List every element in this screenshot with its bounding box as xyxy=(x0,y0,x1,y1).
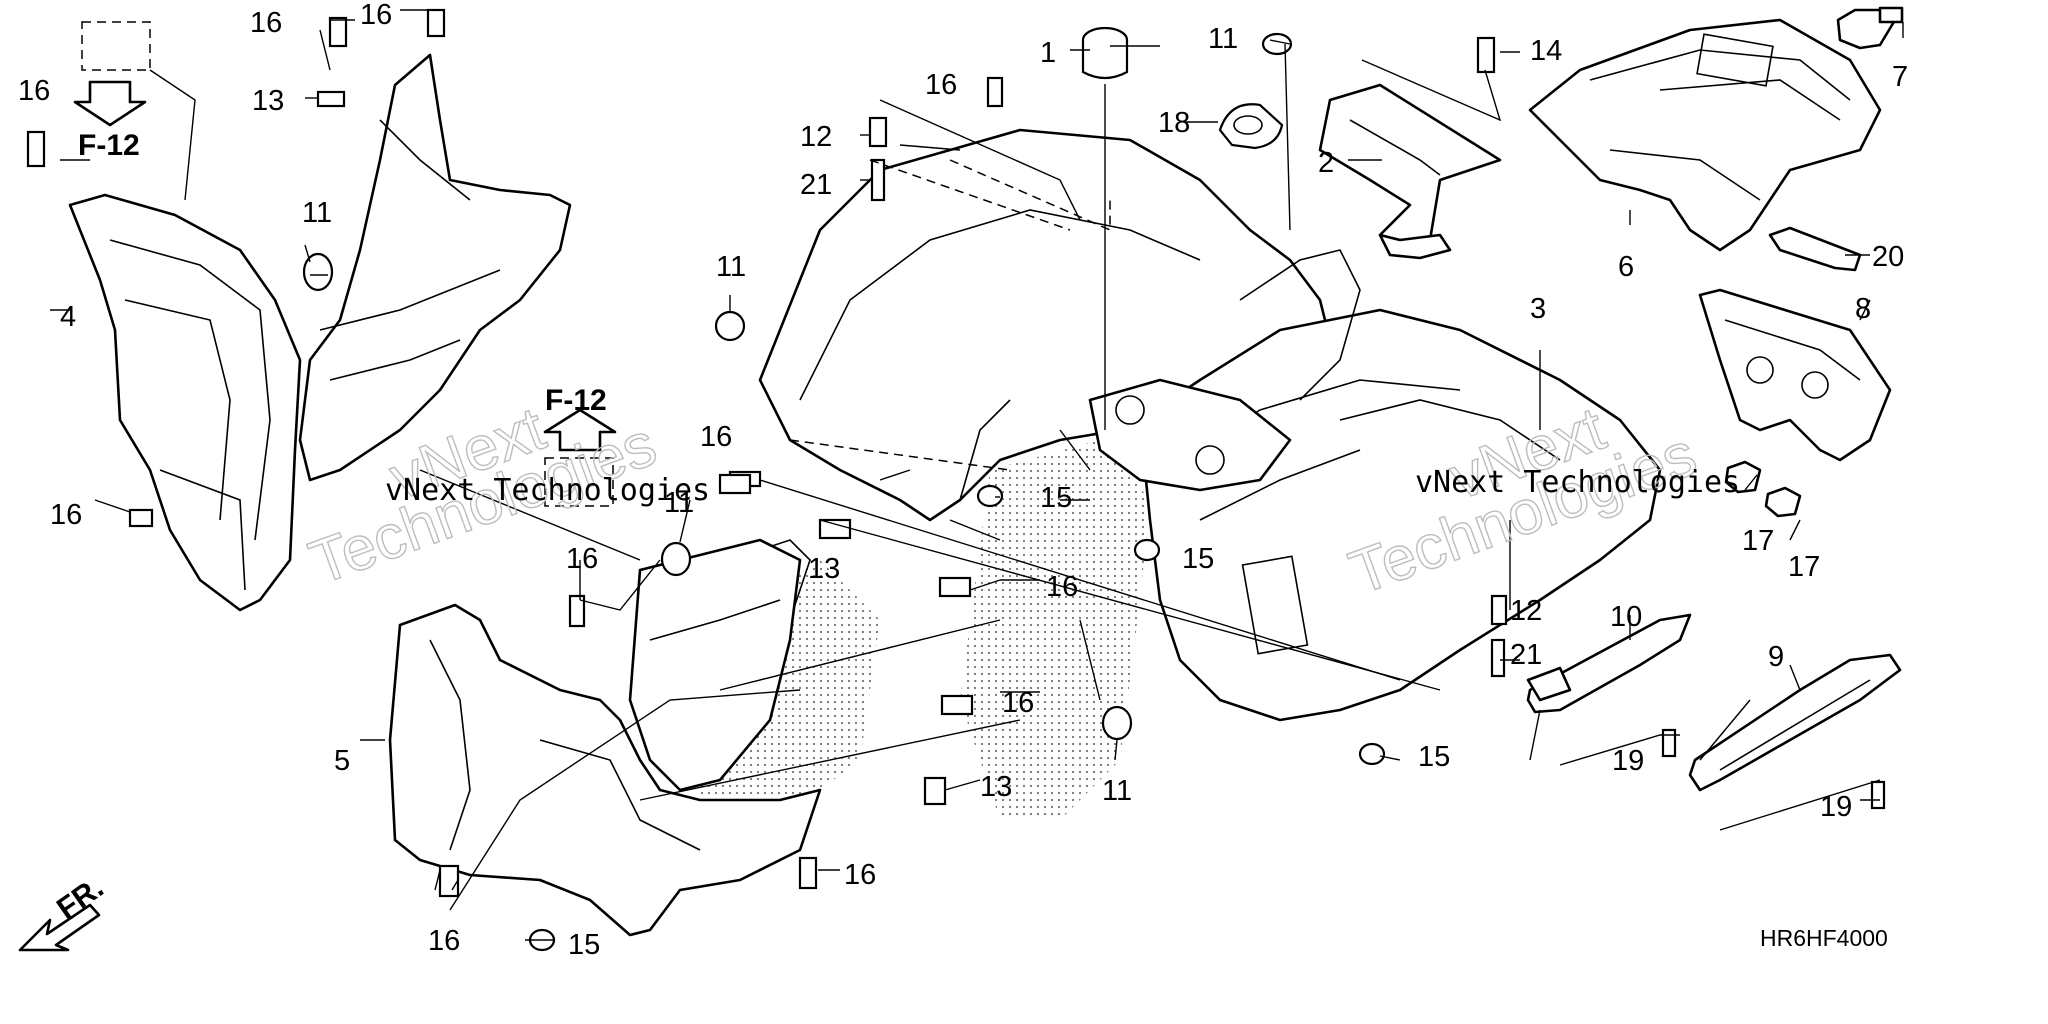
callout-15: 15 xyxy=(1040,482,1072,514)
part-8-bracket xyxy=(1698,288,1892,462)
part-18-band xyxy=(1218,103,1284,150)
callout-15: 15 xyxy=(1182,543,1214,575)
callout-16: 16 xyxy=(428,925,460,957)
callout-16: 16 xyxy=(18,75,50,107)
reference-label-f12-top: F-12 xyxy=(78,129,140,162)
callout-21: 21 xyxy=(800,169,832,201)
callout-16: 16 xyxy=(360,0,392,31)
callout-16: 16 xyxy=(50,499,82,531)
part-1-mount xyxy=(1081,26,1129,80)
callout-12: 12 xyxy=(800,121,832,153)
part-9-plate xyxy=(1688,653,1902,792)
callout-21: 21 xyxy=(1510,639,1542,671)
part-3-rear-fender xyxy=(1138,308,1662,722)
part-11-grommets xyxy=(302,32,1293,741)
callout-11: 11 xyxy=(302,197,332,229)
callout-19: 19 xyxy=(1820,791,1852,823)
callout-11: 11 xyxy=(664,487,694,519)
callout-16: 16 xyxy=(844,859,876,891)
callout-17: 17 xyxy=(1742,525,1774,557)
callout-15: 15 xyxy=(1418,741,1450,773)
f12-reference-mid xyxy=(543,408,617,507)
diagram-code: HR6HF4000 xyxy=(1760,925,1888,951)
part-5-lower-inner-fender xyxy=(388,538,822,937)
callout-6: 6 xyxy=(1618,251,1634,283)
callout-17: 17 xyxy=(1788,551,1820,583)
callout-8: 8 xyxy=(1855,293,1871,325)
callout-numbers: 1 2 3 4 5 6 7 8 9 10 11 11 11 11 11 12 1… xyxy=(18,0,1908,961)
callout-2: 2 xyxy=(1318,147,1334,179)
callout-16: 16 xyxy=(250,7,282,39)
callout-13: 13 xyxy=(808,553,840,585)
f12-reference-top xyxy=(73,21,196,201)
callout-16: 16 xyxy=(700,421,732,453)
watermark-text-right: vNext Technologies xyxy=(1415,465,1740,500)
callout-13: 13 xyxy=(980,771,1012,803)
callout-16: 16 xyxy=(566,543,598,575)
callout-13: 13 xyxy=(252,85,284,117)
callout-16: 16 xyxy=(1046,571,1078,603)
part-inner-panel-upper xyxy=(298,53,572,482)
part-center-bracket xyxy=(1088,249,1361,492)
callout-14: 14 xyxy=(1530,35,1562,67)
callout-3: 3 xyxy=(1530,293,1546,325)
callout-20: 20 xyxy=(1872,241,1904,273)
callout-11: 11 xyxy=(1208,23,1238,55)
leader-lines xyxy=(50,9,1904,941)
part-6-rear-cover xyxy=(1528,18,1882,252)
callout-16: 16 xyxy=(925,69,957,101)
callout-7: 7 xyxy=(1892,61,1908,93)
part-20-strap xyxy=(1768,226,1862,272)
callout-16: 16 xyxy=(1002,687,1034,719)
front-arrow xyxy=(18,903,101,952)
callout-9: 9 xyxy=(1768,641,1784,673)
callout-11: 11 xyxy=(1102,775,1132,807)
callout-12: 12 xyxy=(1510,595,1542,627)
callout-4: 4 xyxy=(60,301,76,333)
callout-18: 18 xyxy=(1158,107,1190,139)
part-4-front-inner-cover xyxy=(68,193,302,612)
part-2-tray xyxy=(1318,83,1502,260)
callout-10: 10 xyxy=(1610,601,1642,633)
callout-1: 1 xyxy=(1040,37,1056,69)
front-label: FR. xyxy=(51,871,110,926)
part-7-clip xyxy=(1836,6,1904,50)
part-10-plate xyxy=(1526,613,1692,714)
callout-19: 19 xyxy=(1612,745,1644,777)
callout-11: 11 xyxy=(716,251,746,283)
reference-label-f12-mid: F-12 xyxy=(545,384,607,417)
part-17-caps xyxy=(1724,460,1802,518)
watermark-text-left: vNext Technologies xyxy=(385,473,710,508)
callout-15: 15 xyxy=(568,929,600,961)
callout-5: 5 xyxy=(334,745,350,777)
